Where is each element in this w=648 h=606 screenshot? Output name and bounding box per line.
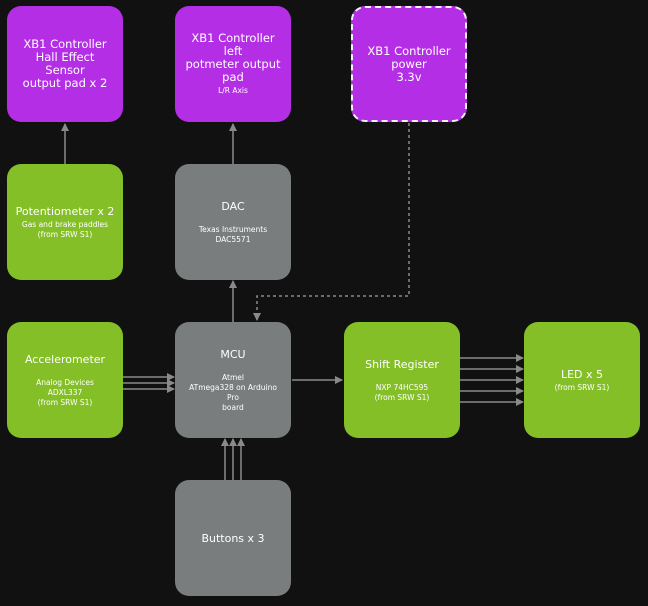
node-buttons[interactable]: Buttons x 3 xyxy=(175,480,291,596)
node-hall-effect-output-pad[interactable]: XB1 Controller Hall Effect Sensor output… xyxy=(7,6,123,122)
node-title: XB1 Controller left potmeter output pad xyxy=(185,31,281,84)
node-mcu[interactable]: MCU Atmel ATmega328 on Arduino Pro board xyxy=(175,322,291,438)
node-title: XB1 Controller power 3.3v xyxy=(367,43,451,84)
node-subtitle-chip: ATmega328 on Arduino Pro board xyxy=(189,382,277,412)
node-accelerometer[interactable]: Accelerometer Analog Devices ADXL337 (fr… xyxy=(7,322,123,438)
node-title: MCU xyxy=(220,347,246,361)
node-led[interactable]: LED x 5 (from SRW S1) xyxy=(524,322,640,438)
node-subtitle: Analog Devices ADXL337 (from SRW S1) xyxy=(36,377,94,407)
node-title: DAC xyxy=(221,199,245,213)
node-title: Buttons x 3 xyxy=(201,531,265,545)
node-subtitle: Texas Instruments DAC5571 xyxy=(198,224,268,244)
node-potentiometer[interactable]: Potentiometer x 2 Gas and brake paddles … xyxy=(7,164,123,280)
node-subtitle-vendor: Atmel xyxy=(222,372,244,382)
node-title: XB1 Controller Hall Effect Sensor output… xyxy=(22,37,108,90)
node-subtitle: (from SRW S1) xyxy=(554,382,610,392)
node-title: Accelerometer xyxy=(24,352,106,366)
node-potmeter-output-pad[interactable]: XB1 Controller left potmeter output pad … xyxy=(175,6,291,122)
node-subtitle: Gas and brake paddles (from SRW S1) xyxy=(21,219,109,239)
node-shift-register[interactable]: Shift Register NXP 74HC595 (from SRW S1) xyxy=(344,322,460,438)
node-subtitle: NXP 74HC595 (from SRW S1) xyxy=(374,382,430,402)
node-dac[interactable]: DAC Texas Instruments DAC5571 xyxy=(175,164,291,280)
node-title: Potentiometer x 2 xyxy=(15,204,115,218)
node-controller-power[interactable]: XB1 Controller power 3.3v xyxy=(351,6,467,122)
node-title: Shift Register xyxy=(365,357,439,371)
node-title: LED x 5 xyxy=(560,367,604,381)
node-subtitle: L/R Axis xyxy=(218,86,248,95)
